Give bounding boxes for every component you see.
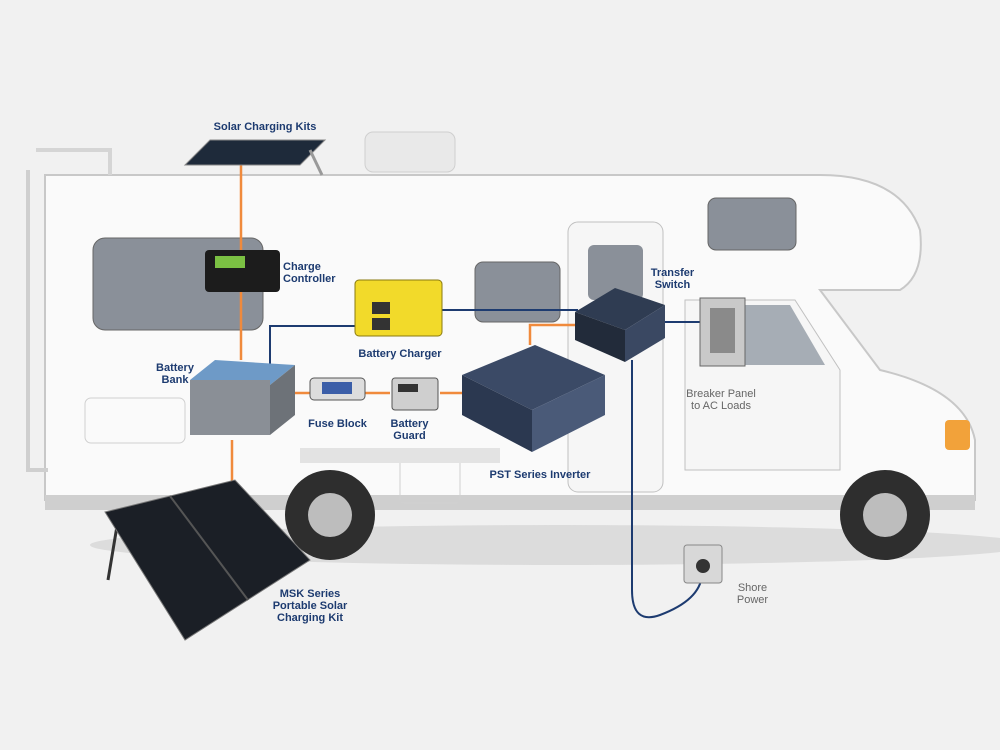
inverter-device: [462, 345, 605, 452]
breaker-panel-device: [699, 297, 746, 367]
ladder: [26, 170, 48, 472]
fuse-block-device: [309, 377, 366, 401]
battery-charger-device: [354, 279, 443, 337]
label-inverter: PST Series Inverter: [489, 469, 591, 481]
label-charge-controller: Charge Controller: [283, 261, 336, 285]
cabover-window: [707, 197, 797, 251]
label-fuse-block: Fuse Block: [308, 418, 367, 430]
label-battery-bank: Battery Bank: [156, 362, 194, 386]
portable-solar-panel: [104, 479, 311, 641]
label-transfer-switch: Transfer Switch: [650, 267, 695, 291]
roof-ac-unit: [364, 131, 456, 173]
headlight: [945, 420, 970, 450]
label-battery-guard: Battery Guard: [390, 418, 429, 442]
ac-wiring: [269, 309, 703, 619]
label-portable-kit: MSK Series Portable Solar Charging Kit: [272, 588, 348, 624]
label-shore-power: Shore Power: [736, 582, 769, 606]
solar-panel-roof: [183, 139, 327, 176]
label-breaker-panel: Breaker Panel to AC Loads: [686, 388, 756, 412]
transfer-switch-device: [575, 288, 665, 362]
shore-power-box: [683, 544, 723, 584]
mid-window: [474, 261, 561, 323]
battery-guard-device: [391, 377, 439, 411]
battery-bank-device: [190, 360, 295, 435]
label-battery-charger: Battery Charger: [358, 348, 442, 360]
charge-controller-device: [205, 250, 280, 292]
label-solar-charging-kits: Solar Charging Kits: [213, 121, 317, 133]
